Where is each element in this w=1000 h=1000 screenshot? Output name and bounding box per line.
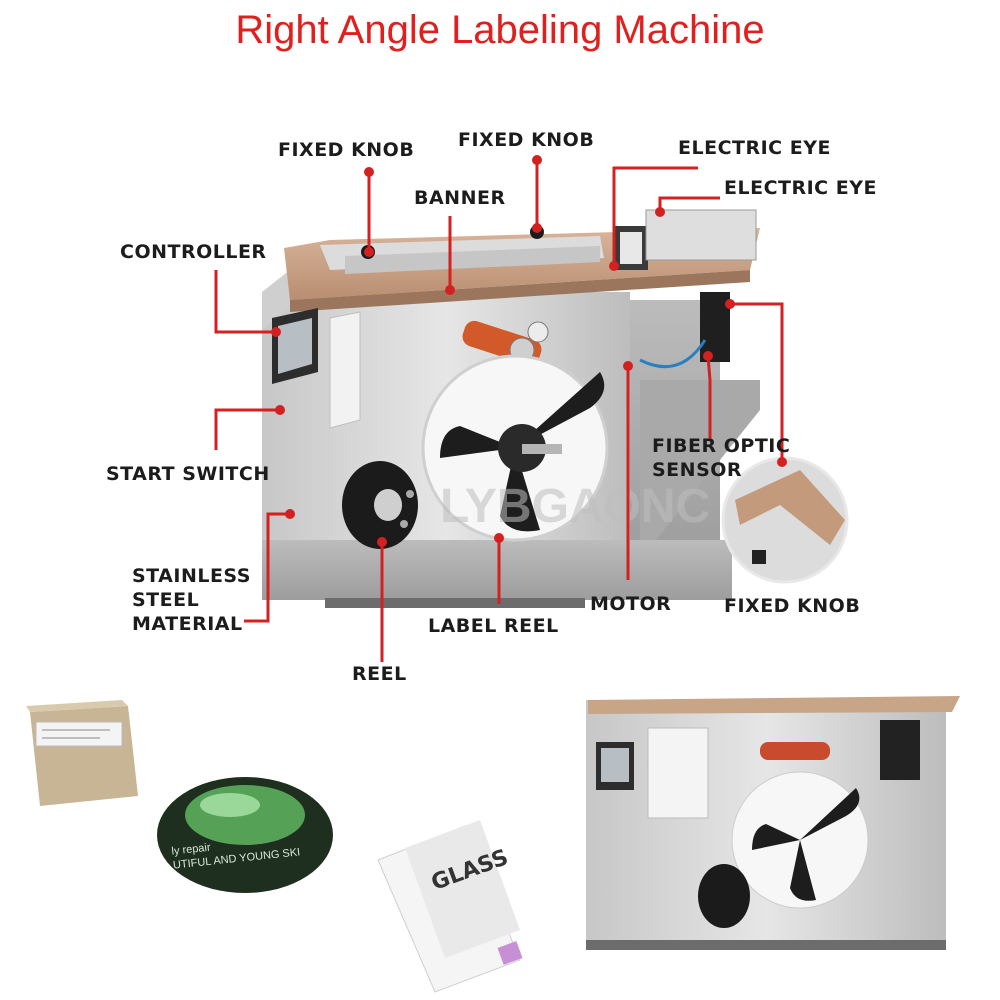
- watermark-text: LYBGAONC: [440, 480, 710, 533]
- glass-box-sample: [377, 820, 523, 993]
- label-banner: BANNER: [414, 187, 506, 209]
- bottle-sample: [157, 777, 333, 893]
- electric-eye-unit: [614, 209, 757, 270]
- label-label-reel: LABEL REEL: [428, 615, 559, 637]
- fiber-optic-sensor: [639, 292, 730, 369]
- machine-photo: [586, 696, 960, 950]
- label-fixed-knob-3: FIXED KNOB: [724, 595, 861, 617]
- rollers: [462, 320, 549, 366]
- label-reel: REEL: [352, 663, 407, 685]
- label-electric-eye-1: ELECTRIC EYE: [678, 137, 831, 159]
- carton-box-sample: [26, 700, 138, 806]
- label-fixed-knob-1: FIXED KNOB: [278, 139, 415, 161]
- label-stainless-steel-material: STAINLESS STEEL MATERIAL: [132, 565, 251, 635]
- page-title: Right Angle Labeling Machine: [235, 8, 765, 52]
- label-motor: MOTOR: [590, 593, 672, 615]
- label-fixed-knob-2: FIXED KNOB: [458, 129, 595, 151]
- detail-inset: [721, 456, 849, 584]
- label-controller: CONTROLLER: [120, 241, 267, 263]
- label-fiber-optic-sensor: FIBER OPTIC SENSOR: [652, 435, 791, 481]
- controller-panel: [272, 308, 361, 429]
- take-up-reel: [342, 461, 418, 549]
- label-start-switch: START SWITCH: [106, 463, 270, 485]
- label-reel: [421, 354, 609, 542]
- label-electric-eye-2: ELECTRIC EYE: [724, 177, 877, 199]
